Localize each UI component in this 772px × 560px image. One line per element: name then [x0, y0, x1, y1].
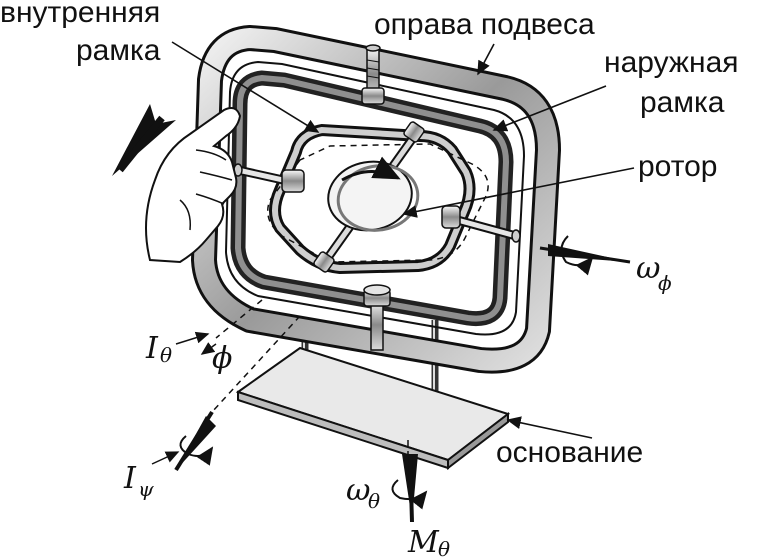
suspension-mount-inner-edge [224, 60, 526, 336]
symbol-I-psi: I [123, 461, 137, 496]
hand-outline [145, 107, 242, 264]
outer-frame [230, 70, 514, 327]
rotor-top-nut [403, 121, 425, 143]
I-theta-pointer [175, 331, 210, 345]
symbol-omega-phi-sub: ϕ [658, 271, 672, 295]
horizontal-axle [233, 163, 521, 243]
outer-frame-highlight [234, 74, 510, 322]
rotor-assembly [313, 121, 425, 273]
leader-inner-frame [171, 41, 320, 133]
hand-finger-line-2 [199, 171, 233, 181]
phi-pointer [200, 342, 217, 355]
I-psi-arrow-shaft [174, 410, 214, 472]
I-psi-pointer [151, 451, 180, 465]
axis-phi-dashed [215, 299, 263, 339]
inner-frame-dashed-outline [267, 143, 489, 263]
symbol-omega-theta-sub: θ [368, 489, 380, 513]
omega-phi-arrow [539, 235, 631, 276]
I-psi-rotation-icon [179, 435, 214, 466]
base-assembly [235, 320, 511, 471]
M-theta-arrow-shaft [408, 453, 414, 523]
label-suspension: оправа подвеса [374, 8, 595, 41]
label-inner-frame-line2: рамка [76, 34, 161, 67]
top-pivot-nut [361, 87, 385, 105]
M-theta-arrow [391, 453, 428, 523]
label-outer-frame-line1: наружная [604, 46, 739, 79]
hand-finger-line-1 [195, 149, 227, 161]
bottom-pivot [363, 284, 391, 351]
leader-outer-frame [492, 85, 607, 132]
leader-lines [171, 41, 635, 439]
label-base: основание [496, 436, 643, 469]
top-pivot-cap [365, 44, 381, 52]
omega-phi-rotation-icon [560, 235, 594, 276]
bottom-pivot-rod [370, 299, 384, 351]
right-axle-nut [441, 205, 461, 229]
top-pivot-thread-2 [366, 67, 380, 71]
omega-theta-rotation-icon [391, 479, 428, 510]
small-arrows [151, 331, 217, 465]
projection-axes [211, 299, 409, 466]
label-outer-frame-line2: рамка [640, 86, 725, 119]
rotor-spin-arrow [341, 156, 401, 182]
leader-base [506, 416, 593, 439]
top-pivot-thread [366, 59, 380, 63]
leader-rotor [402, 167, 635, 218]
symbol-M-theta-sub: θ [438, 537, 450, 560]
I-psi-arrow [174, 410, 216, 472]
symbol-I-psi-sub: ψ [138, 477, 154, 501]
label-rotor: ротор [638, 150, 717, 183]
hand-illustration [145, 107, 242, 264]
inner-frame [267, 123, 489, 275]
top-pivot [361, 44, 385, 105]
symbol-omega-phi: ω [636, 251, 660, 286]
omega-phi-arrow-shaft [539, 246, 631, 264]
push-arrow-shaft [117, 115, 165, 173]
symbol-M-theta: M [407, 525, 440, 560]
symbol-I-theta-sub: θ [160, 343, 172, 367]
bottom-pivot-cap [363, 284, 391, 296]
left-axle-nut [281, 169, 305, 193]
leader-suspension [477, 43, 495, 76]
symbol-I-theta: I [145, 331, 159, 366]
symbol-omega-theta: ω [346, 473, 370, 508]
hand-finger-line-3 [195, 193, 225, 205]
symbol-phi: ϕ [212, 341, 232, 376]
rotor-bottom-nut [313, 251, 335, 273]
right-axle-cap [511, 229, 521, 243]
label-inner-frame-line1: внутренняя [0, 0, 160, 29]
hand-thumb [179, 199, 192, 231]
top-pivot-thread-3 [366, 75, 380, 79]
right-axle-rod-face [449, 215, 517, 239]
inner-frame-highlight [272, 126, 473, 272]
